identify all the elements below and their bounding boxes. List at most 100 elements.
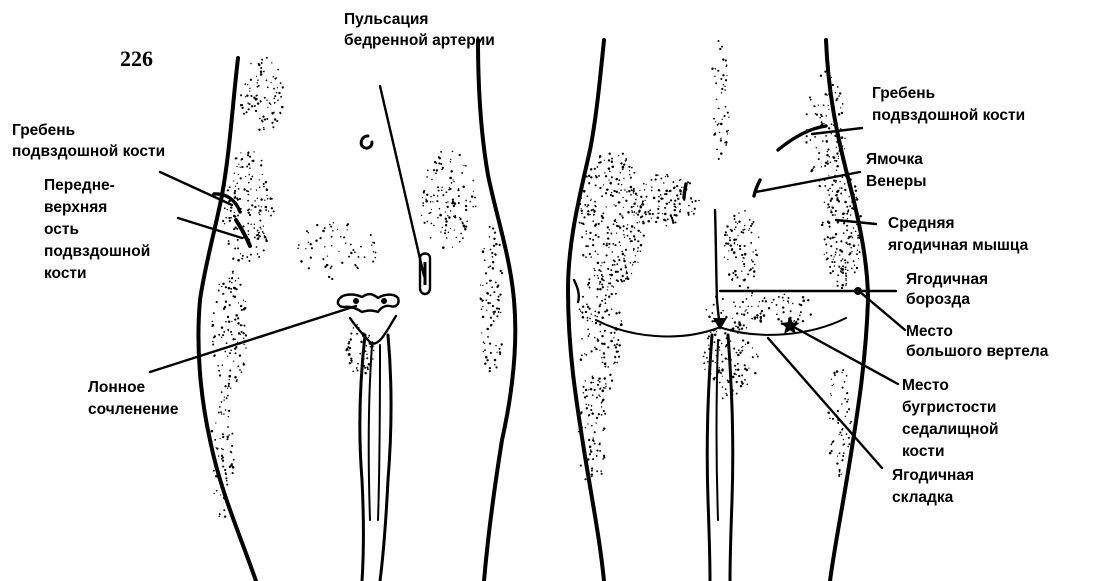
stipple-dot [841,136,844,139]
stipple-dot [252,160,254,162]
stipple-dot [755,249,757,251]
stipple-dot [240,167,241,168]
stipple-dot [726,225,728,227]
stipple-dot [837,281,839,283]
stipple-dot [597,254,598,255]
stipple-dot [421,215,422,216]
stipple-dot [832,214,834,216]
stipple-dot [593,382,594,383]
stipple-dot [828,206,830,208]
stipple-dot [674,209,676,211]
stipple-dot [590,450,592,452]
stipple-dot [579,308,581,310]
stipple-dot [250,188,251,189]
stipple-dot [859,215,861,217]
stipple-dot [270,104,271,105]
stipple-dot [247,84,248,85]
stipple-dot [738,212,739,213]
stipple-dot [454,202,457,205]
stipple-dot [643,183,645,185]
stipple-dot [744,210,746,212]
stipple-dot [642,202,643,203]
stipple-dot [721,46,723,48]
stipple-dot [450,161,451,162]
stipple-dot [657,174,659,176]
stipple-dot [331,265,333,267]
stipple-dot [828,127,830,129]
stipple-dot [718,123,720,125]
stipple-dot [214,439,216,441]
stipple-dot [832,270,834,272]
stipple-dot [845,278,847,280]
stipple-dot [742,261,743,262]
stipple-dot [431,223,433,225]
stipple-dot [821,166,822,167]
stipple-dot [611,176,613,178]
stipple-dot [227,209,228,210]
stipple-dot [836,98,838,100]
stipple-dot [484,362,486,364]
stipple-dot [711,67,713,69]
stipple-dot [237,247,239,249]
stipple-dot [846,213,848,215]
stipple-dot [331,245,333,247]
stipple-dot [482,316,485,319]
stipple-dot [229,281,231,283]
stipple-dot [222,293,224,295]
stipple-dot [846,433,848,435]
stipple-dot [633,262,635,264]
stipple-dot [373,350,375,352]
stipple-dot [722,397,724,399]
stipple-dot [742,339,744,341]
stipple-dot [736,374,737,375]
stipple-dot [715,349,716,350]
stipple-dot [834,160,836,162]
stipple-dot [704,352,706,354]
stipple-dot [257,86,259,88]
stipple-dot [747,341,750,344]
stipple-dot [219,374,221,376]
stipple-dot [592,239,594,241]
stipple-dot [222,364,224,366]
stipple-dot [254,224,255,225]
stipple-dot [759,320,761,322]
stipple-dot [216,490,218,492]
stipple-dot [243,325,245,327]
stipple-dot [623,234,624,235]
stipple-dot [255,98,258,101]
stipple-dot [231,445,233,447]
stipple-dot [718,108,719,109]
stipple-dot [589,446,592,449]
stipple-dot [372,358,374,360]
stipple-dot [596,316,597,317]
stipple-dot [371,245,372,246]
stipple-dot [471,195,473,197]
stipple-dot [834,261,836,263]
stipple-dot [810,170,812,172]
stipple-dot [714,76,715,77]
stipple-dot [681,187,682,188]
stipple-dot [589,318,591,320]
stipple-dot [263,249,265,251]
stipple-dot [739,248,741,250]
stipple-dot [823,123,824,124]
stipple-dot [736,393,738,395]
label-greater-trochanter: Место большого вертела [906,323,1049,360]
stipple-dot [752,347,753,348]
posterior-left-hip-mark [574,280,579,302]
stipple-dot [751,318,753,320]
stipple-dot [260,198,262,200]
stipple-dot [725,357,727,359]
stipple-dot [718,40,720,42]
stipple-dot [848,437,850,439]
stipple-dot [266,195,267,196]
stipple-dot [581,236,583,238]
stipple-dot [598,394,600,396]
stipple-dot [585,427,586,428]
stipple-dot [853,244,856,247]
stipple-dot [240,334,241,335]
stipple-dot [834,265,835,266]
stipple-dot [707,361,709,363]
stipple-dot [658,200,660,202]
stipple-dot [256,189,257,190]
